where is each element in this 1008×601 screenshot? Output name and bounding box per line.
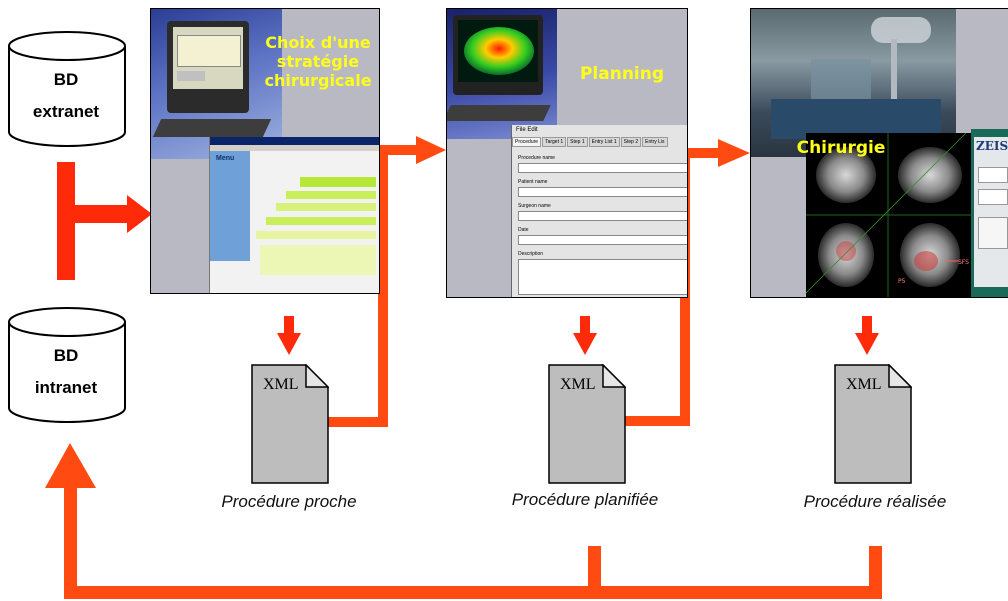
menu-heading: Menu [216, 155, 235, 162]
xml-file-icon [251, 363, 330, 484]
description-textarea[interactable] [518, 259, 687, 295]
browser-menu-sidebar: Menu [210, 151, 250, 261]
feedback-drop-2 [588, 546, 601, 598]
down-arrow-2-head [573, 333, 597, 355]
field-label-patient-name: Patient name [518, 179, 548, 185]
zeiss-window: ZEIS [971, 129, 1008, 297]
xml-label: XML [263, 376, 299, 393]
field-label-date: Date [518, 227, 529, 233]
xml-document-2: XML [548, 363, 627, 484]
strategy-panel: Choix d'une stratégie chirurgicale Menu [150, 8, 380, 294]
database-extranet: BD extranet [6, 30, 128, 150]
arrow-doc2-head [718, 139, 750, 167]
database-cylinder-icon [8, 31, 126, 147]
monitor-icon [453, 15, 543, 95]
arrow-doc1-head [416, 136, 446, 164]
feedback-arrowhead [45, 443, 96, 488]
scan-label-sfs: SFS [958, 259, 969, 266]
date-input[interactable] [518, 235, 687, 245]
keyboard-icon [152, 119, 272, 137]
form-tabs: Procedure Target 1 Step 1 Entry List 1 S… [512, 137, 687, 147]
down-arrow-3-stem [862, 316, 872, 334]
tab-entry-list-1[interactable]: Entry List 1 [588, 137, 620, 147]
tab-step-1[interactable]: Step 1 [567, 137, 588, 147]
operating-room-photo [751, 9, 956, 157]
scan-label-p5: P5 [898, 278, 906, 285]
planning-form: File Edit Procedure Target 1 Step 1 Entr… [511, 125, 687, 297]
feedback-rise [64, 484, 77, 599]
planning-panel: Planning File Edit Procedure Target 1 St… [446, 8, 688, 298]
database-intranet: BD intranet [6, 306, 128, 426]
xml-file-icon [834, 363, 913, 484]
tab-entry-list-2[interactable]: Entry Lis [642, 137, 668, 147]
xml-file-icon [548, 363, 627, 484]
xml-document-3: XML [834, 363, 913, 484]
patient-name-input[interactable] [518, 187, 687, 197]
database-cylinder-icon [8, 307, 126, 423]
field-label-surgeon-name: Surgeon name [518, 203, 551, 209]
surgeon-name-input[interactable] [518, 211, 687, 221]
surgery-panel: SFS P5 ZEIS Chirurgie [750, 8, 1008, 298]
xml-label: XML [560, 376, 596, 393]
field-label-procedure-name: Procedure name [518, 155, 555, 161]
mri-scans-icon: SFS P5 [805, 132, 971, 297]
panel-title: Planning [579, 64, 665, 84]
panel-title: Chirurgie [796, 138, 886, 158]
t-connector-arrowhead [127, 195, 152, 233]
t-connector-bar [65, 205, 127, 223]
xml-document-1: XML [251, 363, 330, 484]
down-arrow-1-head [277, 333, 301, 355]
xml-label: XML [846, 376, 882, 393]
brain-scan-icon [464, 27, 534, 75]
caption-procedure-proche: Procédure proche [221, 492, 357, 511]
form-menubar: File Edit [516, 127, 538, 133]
down-arrow-3-head [855, 333, 879, 355]
tab-target-1[interactable]: Target 1 [542, 137, 567, 147]
feedback-drop-3 [869, 546, 882, 598]
down-arrow-2-stem [580, 316, 590, 334]
tab-step-2[interactable]: Step 2 [620, 137, 642, 147]
mri-viewer: SFS P5 [805, 132, 971, 297]
tab-procedure[interactable]: Procedure [512, 137, 542, 147]
feedback-bottom-line [64, 586, 882, 599]
panel-title: Choix d'une stratégie chirurgicale [264, 33, 372, 90]
field-label-description: Description [518, 251, 544, 257]
caption-procedure-planifiee: Procédure planifiée [511, 490, 659, 509]
down-arrow-1-stem [284, 316, 294, 334]
database-name: BD [53, 70, 79, 89]
arrow-doc1-to-planning [327, 145, 420, 427]
procedure-name-input[interactable] [518, 163, 687, 173]
database-name: BD [53, 346, 79, 365]
keyboard-icon [447, 105, 551, 121]
database-scope: extranet [32, 102, 100, 121]
browser-window: Menu [209, 137, 379, 293]
monitor-icon [167, 21, 249, 113]
caption-procedure-realisee: Procédure réalisée [803, 492, 947, 511]
database-scope: intranet [34, 378, 98, 397]
zeiss-brand: ZEIS [976, 139, 1008, 153]
